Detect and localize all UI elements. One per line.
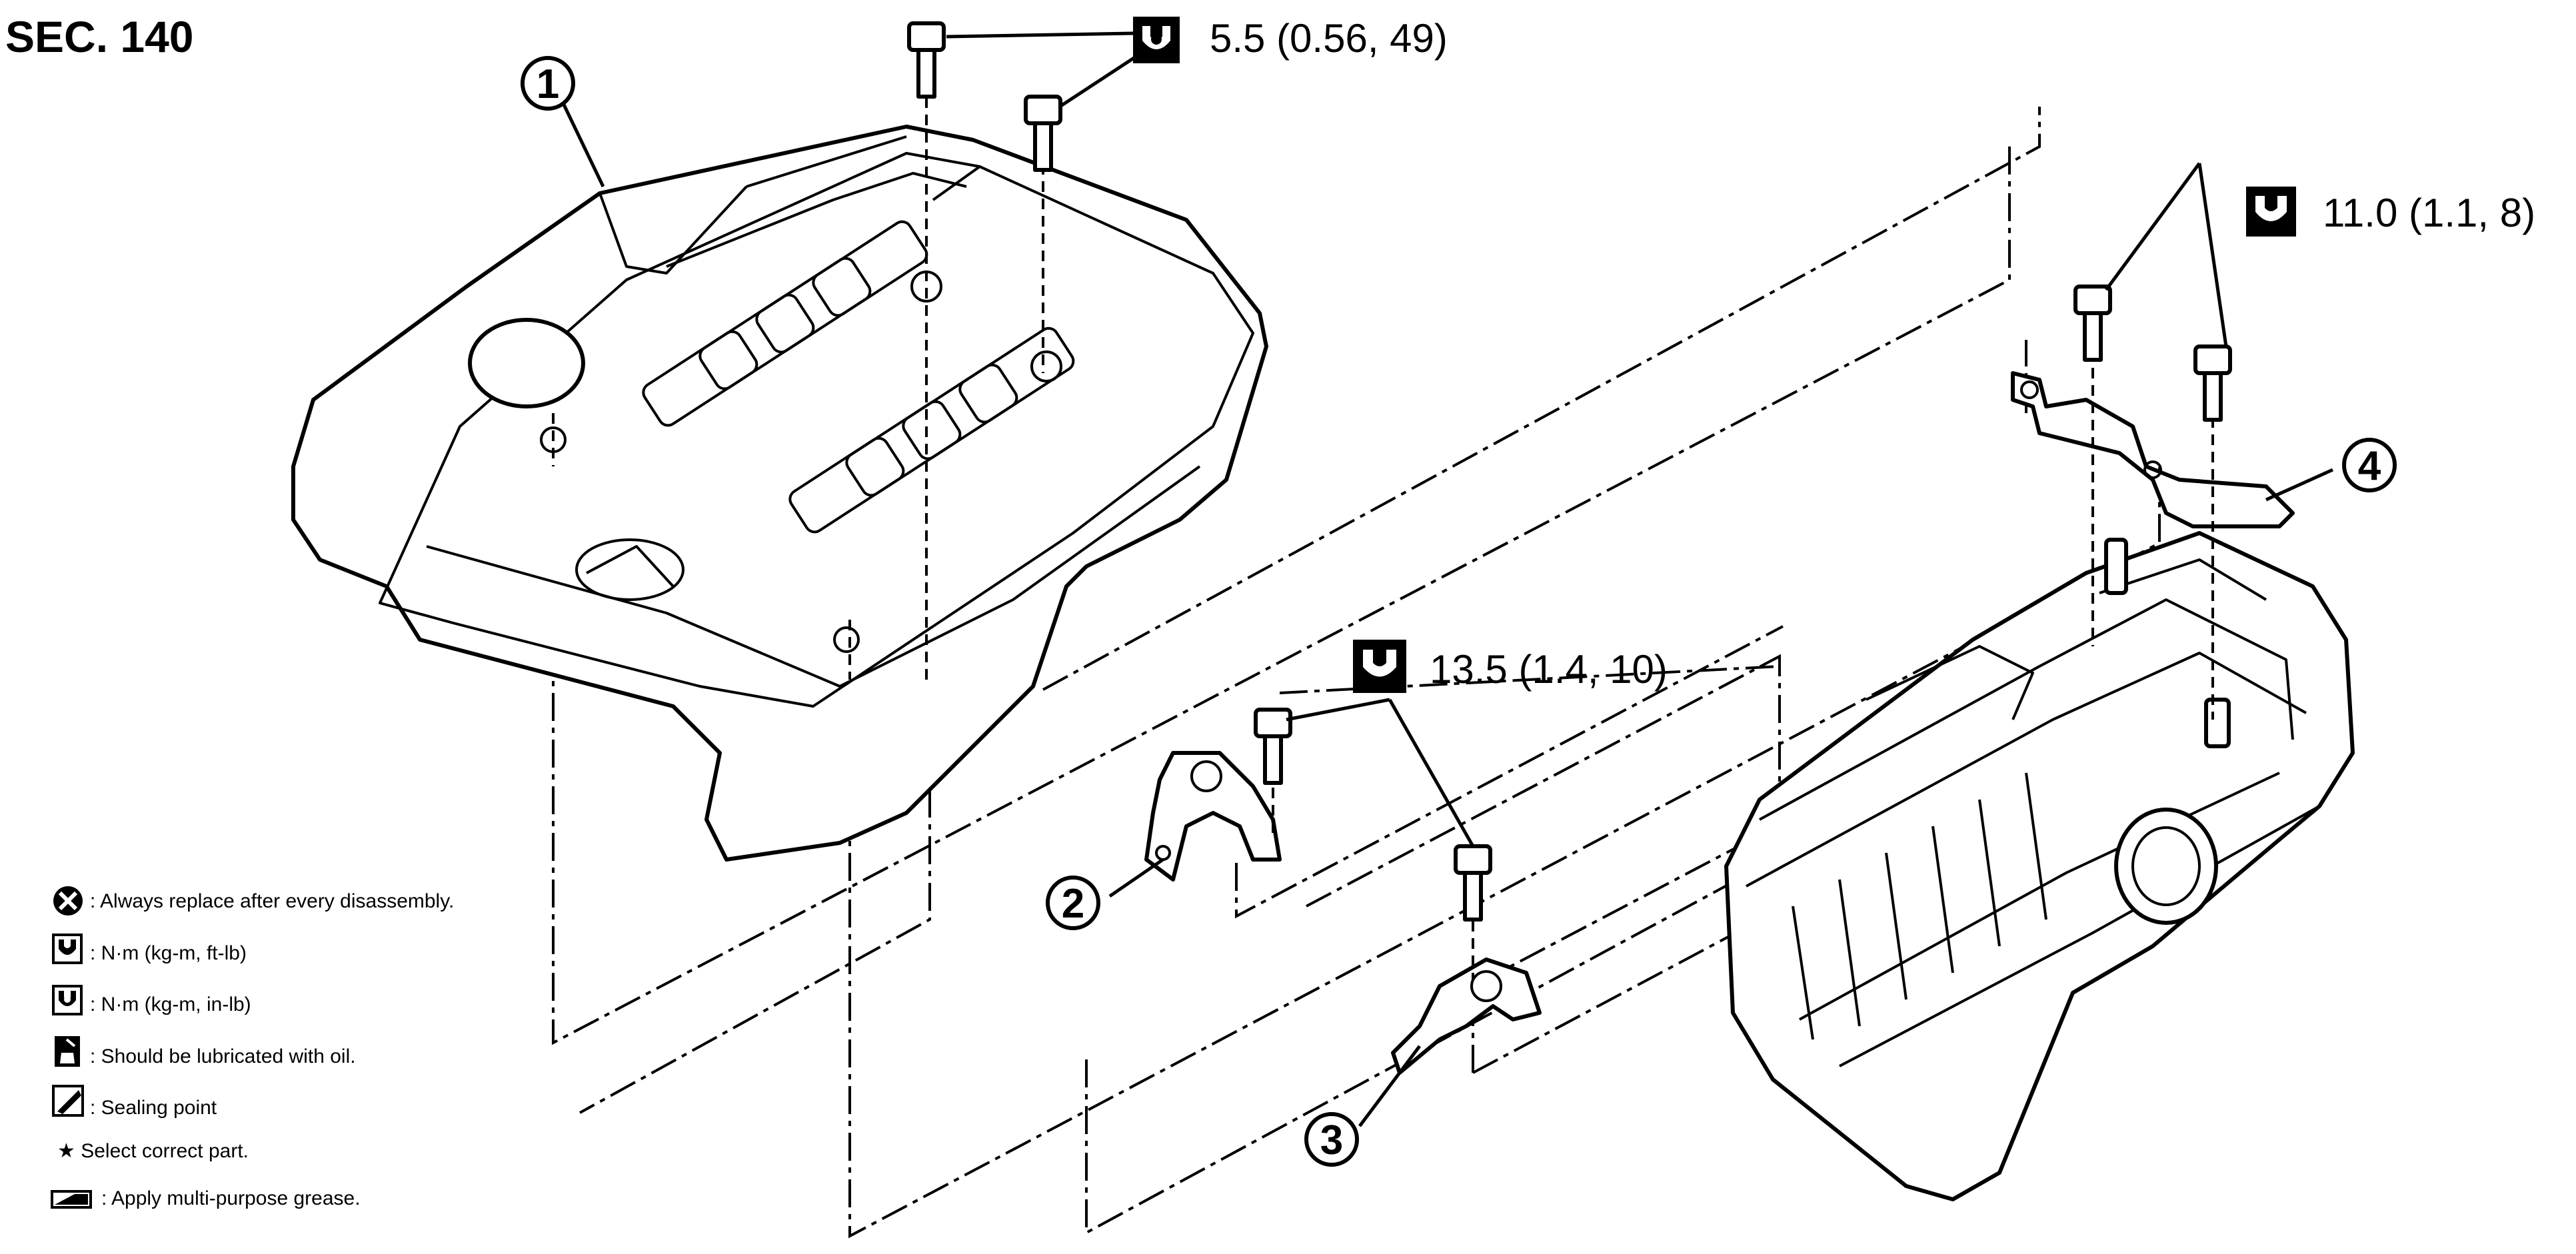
legend-text: : Should be lubricated with oil. bbox=[90, 1045, 356, 1067]
sealing-icon bbox=[52, 1085, 84, 1117]
callout-3: 3 bbox=[1304, 1112, 1359, 1167]
grommet bbox=[1030, 350, 1062, 382]
bolt bbox=[1024, 95, 1062, 172]
svg-text:3: 3 bbox=[1320, 1117, 1343, 1163]
torque-ft-lb-icon bbox=[1353, 640, 1406, 693]
cover-bolts bbox=[552, 21, 1062, 686]
replace-icon bbox=[53, 886, 83, 916]
svg-text:1: 1 bbox=[537, 61, 559, 107]
intake-manifold bbox=[1724, 531, 2355, 1201]
bolt bbox=[2073, 285, 2112, 362]
legend-text: : N·m (kg-m, ft-lb) bbox=[90, 942, 247, 964]
svg-text:2: 2 bbox=[1062, 881, 1084, 927]
torque-in-lb-icon bbox=[52, 985, 83, 1015]
bolt bbox=[1254, 708, 1292, 785]
callout-4: 4 bbox=[2342, 438, 2397, 492]
bolt bbox=[2193, 344, 2232, 422]
alignment-line bbox=[1042, 107, 2041, 691]
torque-label-3: 13.5 (1.4, 10) bbox=[1353, 640, 1668, 693]
svg-text:4: 4 bbox=[2358, 443, 2381, 489]
torque-ft-lb-icon bbox=[52, 934, 83, 964]
bracket-2 bbox=[1144, 708, 1292, 882]
torque-value: 5.5 (0.56, 49) bbox=[1210, 16, 1448, 61]
legend-text: : Apply multi-purpose grease. bbox=[101, 1187, 361, 1209]
alignment-line bbox=[848, 466, 2161, 1239]
bracket-3 bbox=[1391, 844, 1542, 1075]
legend-item: : Always replace after every disassembly… bbox=[53, 886, 454, 916]
bolt bbox=[1454, 844, 1492, 922]
engine-cover bbox=[291, 125, 1268, 862]
legend-item: : N·m (kg-m, in-lb) bbox=[52, 985, 251, 1015]
legend-text: ★ Select correct part. bbox=[57, 1140, 249, 1162]
alignment-lines bbox=[552, 107, 2161, 1239]
alignment-line bbox=[1235, 625, 1784, 919]
torque-label-1: 5.5 (0.56, 49) bbox=[1133, 16, 1448, 63]
section-title: SEC. 140 bbox=[5, 12, 194, 61]
alignment-line bbox=[1085, 805, 1874, 1235]
legend-text: : N·m (kg-m, in-lb) bbox=[90, 993, 251, 1015]
torque-ft-lb-icon bbox=[2246, 187, 2296, 237]
torque-label-2: 11.0 (1.1, 8) bbox=[2246, 187, 2535, 237]
alignment-line bbox=[552, 140, 2011, 1045]
legend-item: : Apply multi-purpose grease. bbox=[51, 1187, 361, 1209]
legend-item: ★ Select correct part. bbox=[57, 1140, 249, 1162]
legend-item: : N·m (kg-m, ft-lb) bbox=[52, 934, 247, 964]
legend-text: : Sealing point bbox=[90, 1097, 217, 1119]
bracket-4 bbox=[2011, 285, 2295, 720]
bolt bbox=[907, 21, 946, 99]
callout-2: 2 bbox=[1046, 876, 1100, 930]
torque-in-lb-icon bbox=[1133, 17, 1180, 63]
torque-value: 13.5 (1.4, 10) bbox=[1430, 647, 1668, 692]
grease-icon bbox=[51, 1190, 92, 1209]
alignment-line bbox=[1306, 654, 1781, 908]
callout-1: 1 bbox=[521, 56, 575, 111]
grommet bbox=[833, 626, 860, 653]
legend-item: : Should be lubricated with oil. bbox=[55, 1036, 356, 1067]
leader-lines bbox=[561, 31, 2334, 1127]
legend: : Always replace after every disassembly… bbox=[51, 886, 454, 1209]
torque-value: 11.0 (1.1, 8) bbox=[2323, 191, 2535, 235]
legend-text: : Always replace after every disassembly… bbox=[90, 890, 454, 912]
oil-can-icon bbox=[55, 1036, 80, 1067]
legend-item: : Sealing point bbox=[52, 1085, 217, 1119]
